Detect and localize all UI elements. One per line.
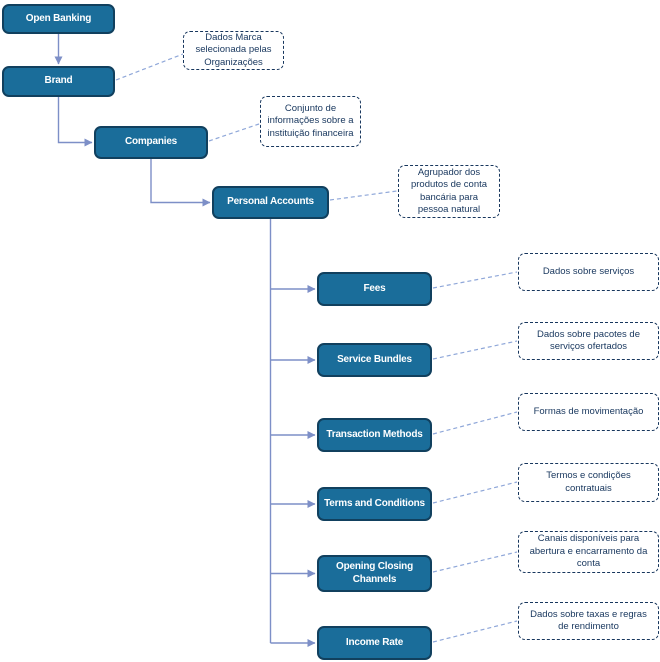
node-opening-closing-channels: Opening Closing Channels: [317, 555, 432, 592]
leader-brand-note: [115, 53, 184, 81]
node-companies: Companies: [94, 126, 208, 159]
leader-opening-closing-note: [432, 551, 518, 573]
leader-personal-accounts-note: [329, 190, 398, 201]
node-fees: Fees: [317, 272, 432, 306]
note-personal-accounts: Agrupador dos produtos de conta bancária…: [398, 165, 500, 218]
leader-transaction-methods-note: [432, 411, 518, 435]
edge-companies-to-personal-accounts: [150, 159, 211, 207]
note-income-rate: Dados sobre taxas e regras de rendimento: [518, 602, 659, 640]
node-service-bundles: Service Bundles: [317, 343, 432, 377]
note-terms-and-conditions: Termos e condições contratuais: [518, 463, 659, 502]
node-personal-accounts: Personal Accounts: [212, 186, 329, 219]
note-service-bundles: Dados sobre pacotes de serviços ofertado…: [518, 322, 659, 360]
leader-companies-note: [208, 123, 260, 142]
edge-brand-to-companies: [57, 97, 93, 147]
node-open-banking: Open Banking: [2, 4, 115, 34]
node-brand: Brand: [2, 66, 115, 97]
note-fees: Dados sobre serviços: [518, 253, 659, 291]
note-opening-closing-channels: Canais disponíveis para abertura e encar…: [518, 531, 659, 573]
node-income-rate: Income Rate: [317, 626, 432, 660]
leader-income-rate-note: [432, 620, 518, 643]
note-brand: Dados Marca selecionada pelas Organizaçõ…: [183, 31, 284, 70]
node-terms-and-conditions: Terms and Conditions: [317, 487, 432, 521]
note-transaction-methods: Formas de movimentação: [518, 393, 659, 431]
leader-terms-note: [432, 481, 518, 504]
leader-service-bundles-note: [432, 340, 518, 360]
leader-fees-note: [432, 271, 518, 289]
node-transaction-methods: Transaction Methods: [317, 418, 432, 452]
note-companies: Conjunto de informações sobre a institui…: [260, 96, 361, 147]
